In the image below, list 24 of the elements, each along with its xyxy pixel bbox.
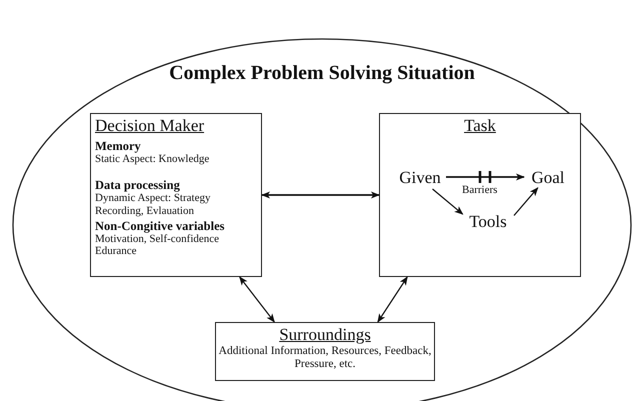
component-box — [90, 113, 262, 277]
section-heading: Data processing — [94, 179, 181, 192]
edge-label: Barriers — [461, 184, 498, 196]
box-heading: Surroundings — [278, 324, 372, 345]
box-text: Additional Information, Resources, Feedback, Pressure, etc. — [218, 344, 432, 372]
arrow — [239, 276, 275, 323]
section-heading: Non-Congitive variables — [94, 220, 226, 233]
section-heading: Memory — [94, 140, 142, 153]
arrow — [432, 188, 464, 215]
node-label: Goal — [530, 167, 566, 189]
situation-heading: Complex Problem Solving Situation — [169, 62, 475, 84]
arrow — [261, 191, 380, 199]
box-heading: Task — [463, 115, 497, 136]
arrow — [377, 276, 408, 323]
arrow — [446, 173, 525, 181]
section-text: Motivation, Self-confidence Edurance — [94, 232, 220, 258]
component-box — [215, 322, 435, 381]
section-text: Static Aspect: Knowledge — [94, 152, 210, 166]
section-text: Dynamic Aspect: Strategy Recording, Evlauation — [94, 192, 212, 218]
arrow — [514, 187, 538, 216]
node-label: Tools — [468, 211, 508, 233]
node-label: Given — [398, 167, 442, 189]
component-box — [379, 113, 581, 277]
box-heading: Decision Maker — [94, 115, 206, 136]
